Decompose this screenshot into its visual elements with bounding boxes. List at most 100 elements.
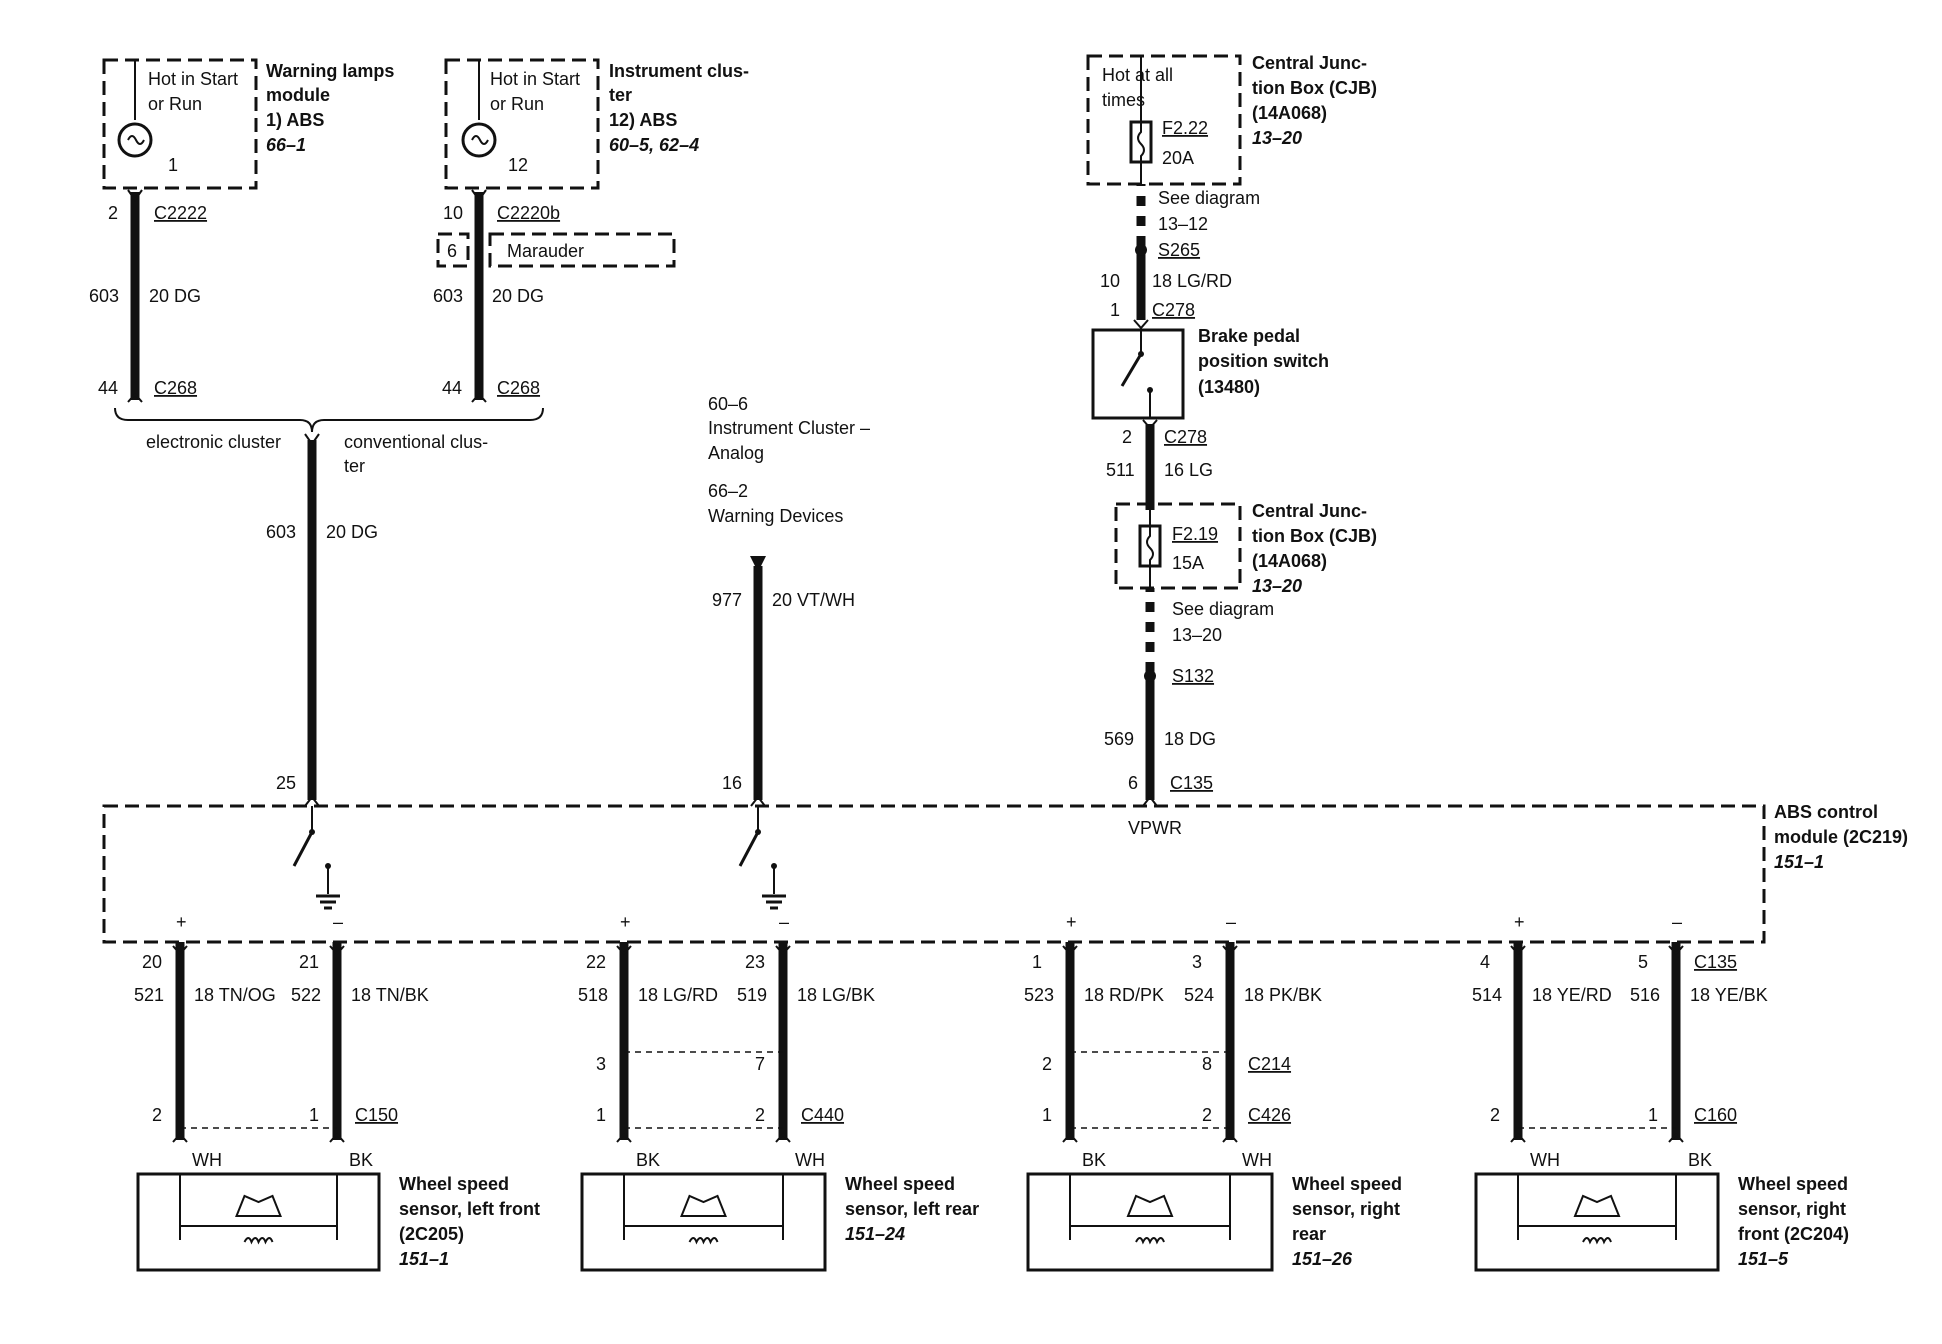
w1-circuit: 603 [89,286,119,306]
ch3-wire-color-neg: 18 PK/BK [1244,985,1322,1005]
ch2-circuit-pos: 518 [578,985,608,1005]
ch3-sensor-inner [1069,1173,1231,1227]
w1-wire: 20 DG [149,286,201,306]
ch2-ref: 151–24 [845,1224,905,1244]
ch1-minus: – [333,912,343,932]
w7-wire: 18 DG [1164,729,1216,749]
wire-603-left: 2 C2222 603 20 DG 44 C268 [89,189,207,403]
ch1-sensor-icon [235,1194,282,1217]
ch4-sensor-conn: C160 [1694,1105,1737,1125]
ic-pin: 12 [508,155,528,175]
ch4-c135: C135 [1694,952,1737,972]
w5-circuit: 10 [1100,271,1120,291]
ch1-wire-color-neg: 18 TN/BK [351,985,429,1005]
ch2-sensor-pin-neg: 2 [755,1105,765,1125]
cjb1-title-3: (14A068) [1252,103,1327,123]
w7-pin: 6 [1128,773,1138,793]
ch4-neg-arrow [1668,945,1684,956]
ch3-sensor-conn: C426 [1248,1105,1291,1125]
wire-977: 977 20 VT/WH 16 [712,556,855,807]
see1-1: See diagram [1158,188,1260,208]
ch2-mid-pin-pos: 3 [596,1054,606,1074]
ch4-sensor-pin-pos: 2 [1490,1105,1500,1125]
ch3-sensor-icon [1126,1194,1174,1217]
w3-pin: 25 [276,773,296,793]
wire-511: 2 C278 511 16 LG [1106,419,1213,510]
cjb1-title-1: Central Junc- [1252,53,1367,73]
ch1-lead-neg: BK [349,1150,373,1170]
ch3-neg-arrow [1222,945,1238,956]
c278a-pin: 1 [1110,300,1120,320]
c278b-pin: 2 [1122,427,1132,447]
ch2-lead-pos: BK [636,1150,660,1170]
ch2-minus: – [779,912,789,932]
ch1-title-2: sensor, left front [399,1199,540,1219]
w2-wire: 20 DG [492,286,544,306]
bpps-title-2: position switch [1198,351,1329,371]
ch2-sensor-body [580,1172,827,1272]
ch3-wire-color-pos: 18 RD/PK [1084,985,1164,1005]
wire-603-cluster: 10 C2220b 6 Marauder 603 20 DG 44 C268 [433,189,676,403]
ch3-mid-conn: C214 [1248,1054,1291,1074]
bpps-title-3: (13480) [1198,377,1260,397]
ch1-pos-arrow [172,945,188,956]
ch3-ref: 151–26 [1292,1249,1353,1269]
instrument-cluster-module: Hot in Start or Run 12 Instrument clus- … [444,58,749,190]
ch2-pos-arrow-bot [616,1132,632,1143]
ch4-lead-neg: BK [1688,1150,1712,1170]
wlm-item: 1) ABS [266,110,324,130]
central-junction-box-2: F2.19 15A Central Junc- tion Box (CJB) (… [1114,501,1377,596]
ch4-pin-neg: 5 [1638,952,1648,972]
ch4-pos-arrow [1510,945,1526,956]
ic-item: 12) ABS [609,110,677,130]
ref-center-4: 66–2 [708,481,748,501]
abs-title-2: module (2C219) [1774,827,1908,847]
c278a: C278 [1152,300,1195,320]
c278b: C278 [1164,427,1207,447]
ch1-sensor-conn: C150 [355,1105,398,1125]
cjb1-fuse: F2.22 [1162,118,1208,138]
ch4-wire-color-pos: 18 YE/RD [1532,985,1612,1005]
central-junction-box-1: Hot at all times F2.22 20A Central Junc-… [1086,53,1377,186]
ch4-title-3: front (2C204) [1738,1224,1849,1244]
ch4-lead-pos: WH [1530,1150,1560,1170]
ch1-sensor-pin-neg: 1 [309,1105,319,1125]
ch2-sensor-pin-pos: 1 [596,1105,606,1125]
wlm-title-2: module [266,85,330,105]
w1-conn-bot: C268 [154,378,197,398]
ch3-pos-arrow-bot [1062,1132,1078,1143]
ch4-sensor-inner [1517,1173,1677,1227]
ch3-sensor-pin-pos: 1 [1042,1105,1052,1125]
ref-center-2: Instrument Cluster – [708,418,870,438]
ch2-title-2: sensor, left rear [845,1199,979,1219]
ch4-sensor-body [1474,1172,1720,1272]
cjb1-hot-2: times [1102,90,1145,110]
wlm-pin: 1 [168,155,178,175]
ch3-sensor-pin-neg: 2 [1202,1105,1212,1125]
conventional-cluster-label-2: ter [344,456,365,476]
ch4-title-2: sensor, right [1738,1199,1846,1219]
w2-pin-bot: 44 [442,378,462,398]
ch3-mid-pin-pos: 2 [1042,1054,1052,1074]
conventional-cluster-label-1: conventional clus- [344,432,488,452]
see1-2: 13–12 [1158,214,1208,234]
ch4-plus: + [1514,912,1525,932]
abs-title-1: ABS control [1774,802,1878,822]
ch4-pos-arrow-bot [1510,1132,1526,1143]
ch1-neg-arrow [329,945,345,956]
ch1-lead-pos: WH [192,1150,222,1170]
ch1-title-1: Wheel speed [399,1174,509,1194]
ch4-neg-arrow-bot [1668,1132,1684,1143]
electronic-cluster-label: electronic cluster [146,432,281,452]
ch2-title-1: Wheel speed [845,1174,955,1194]
ch3-circuit-pos: 523 [1024,985,1054,1005]
ch3-minus: – [1226,912,1236,932]
ch3-mid-pin-neg: 8 [1202,1054,1212,1074]
wire-603-abs: 603 20 DG 25 [266,433,378,807]
cjb2-ref: 13–20 [1252,576,1302,596]
ch4-circuit-pos: 514 [1472,985,1502,1005]
ref-center-1: 60–6 [708,394,748,414]
ch1-sensor-inner [179,1173,338,1227]
